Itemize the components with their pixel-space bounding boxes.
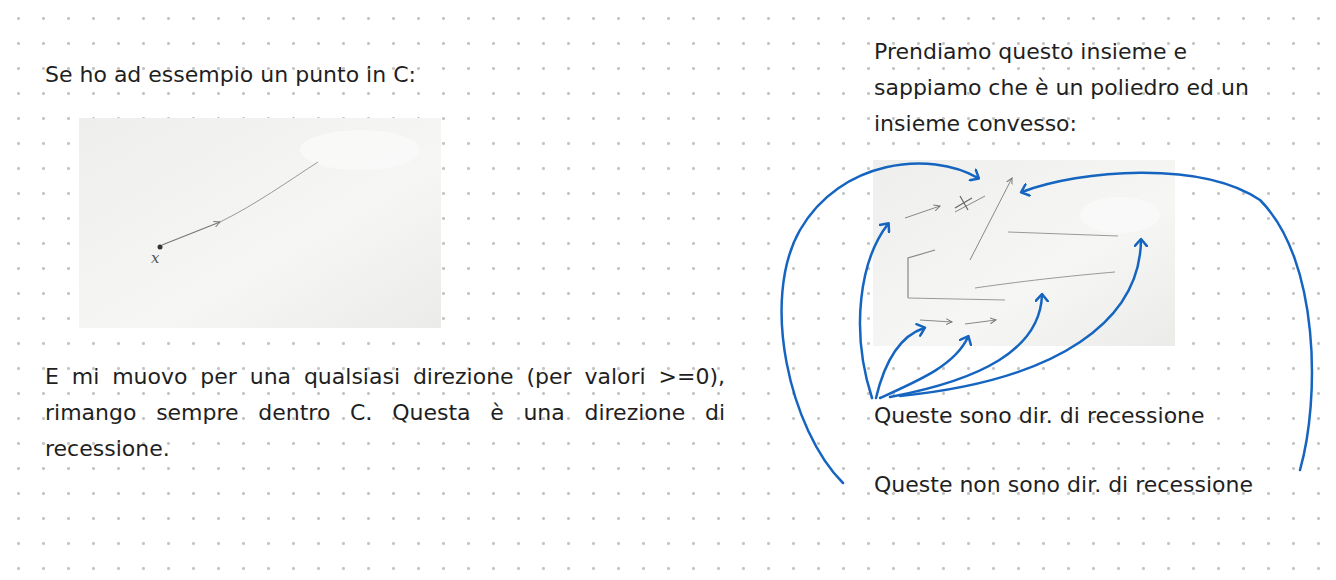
- callout-text: Queste non sono dir. di recessione: [874, 467, 1329, 503]
- body-text: E mi muovo per una qualsiasi direzione (…: [45, 359, 725, 467]
- heading-text: Prendiamo questo insieme e sappiamo che …: [874, 34, 1284, 142]
- callout-curves: [782, 163, 1312, 483]
- whiteboard-photo: [79, 118, 441, 328]
- point-label: x: [151, 250, 171, 266]
- callout-text: Queste sono dir. di recessione: [874, 398, 1314, 434]
- whiteboard-photo: [873, 160, 1175, 346]
- heading-text: Se ho ad essempio un punto in C:: [45, 57, 645, 93]
